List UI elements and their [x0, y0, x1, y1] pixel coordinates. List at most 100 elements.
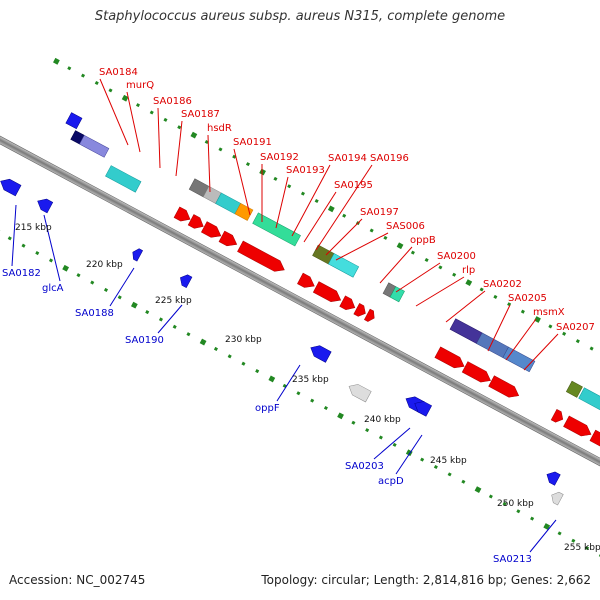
- tick-dot: [383, 235, 388, 240]
- forward-cds-arrows: [173, 206, 600, 450]
- tick-dot: [255, 369, 260, 374]
- tick-dot: [245, 162, 250, 167]
- leader-sa0197: [325, 218, 363, 256]
- gene-label-sa0203: SA0203: [345, 461, 384, 472]
- tick-dot: [433, 464, 438, 470]
- kbp-tick-labels: 215 kbp 220 kbp 225 kbp 230 kbp 235 kbp …: [15, 223, 600, 553]
- leader-oppb: [379, 246, 413, 284]
- leader-oppf: [276, 364, 301, 402]
- reverse-cds-arrow: [180, 274, 193, 288]
- tick-dot: [76, 273, 81, 278]
- tick-dot: [502, 501, 507, 506]
- forward-feature-bars: [65, 112, 600, 413]
- tick-dot: [7, 236, 12, 241]
- tick-dot: [135, 103, 141, 108]
- kbp-label-215: 215 kbp: [15, 223, 52, 233]
- tick-dot: [62, 264, 70, 272]
- forward-cds-arrow: [237, 240, 285, 272]
- tick-dot: [268, 375, 276, 383]
- tick-dot: [80, 73, 86, 78]
- tick-dot: [158, 317, 164, 322]
- kbp-label-225: 225 kbp: [155, 296, 192, 306]
- gene-label-sa0205: SA0205: [508, 293, 547, 304]
- leader-sa0194: [291, 164, 331, 237]
- leader-sa0195: [303, 191, 337, 243]
- gene-label-sa0202: SA0202: [483, 279, 522, 290]
- reverse-cds-arrows: [0, 178, 564, 506]
- tick-dot: [163, 117, 168, 122]
- tick-dot: [493, 294, 498, 299]
- tick-dot: [314, 198, 319, 204]
- gene-label-hsdr: hsdR: [207, 123, 232, 134]
- gene-label-oppb: oppB: [410, 235, 436, 246]
- kbp-label-230: 230 kbp: [225, 335, 262, 345]
- forward-cds-arrow: [339, 295, 356, 310]
- tick-dot: [296, 391, 301, 396]
- forward-cds-arrow: [173, 206, 191, 222]
- leader-acpd: [395, 434, 423, 475]
- gene-label-sas006: SAS006: [386, 221, 425, 232]
- forward-cds-arrow: [353, 303, 366, 317]
- tick-dot: [273, 176, 278, 181]
- forward-cds-arrow: [297, 272, 315, 288]
- tick-dot: [227, 354, 232, 359]
- tick-dot: [48, 258, 54, 263]
- tick-row-outer: [53, 57, 594, 351]
- feature-bar-left-1: [65, 112, 83, 130]
- reverse-cds-arrow: [546, 471, 561, 486]
- tick-dot: [520, 309, 525, 314]
- gene-label-sa0192: SA0192: [260, 152, 299, 163]
- leader-msmx: [505, 318, 537, 361]
- kbp-label-245: 245 kbp: [430, 456, 467, 466]
- tick-dot: [327, 205, 335, 213]
- leader-sa0188: [109, 267, 135, 307]
- leader-sas006: [335, 232, 389, 261]
- leader-rlp: [415, 276, 465, 307]
- reverse-feature-bar: [348, 384, 372, 403]
- reverse-feature-bar: [551, 491, 564, 506]
- gene-label-acpd: acpD: [378, 476, 404, 487]
- tick-dot: [424, 257, 429, 263]
- forward-cds-arrow: [563, 415, 592, 437]
- tick-dot: [103, 287, 109, 292]
- reverse-cds-arrow: [310, 345, 332, 363]
- tick-dot: [351, 420, 356, 425]
- tick-dot: [447, 472, 452, 477]
- leader-sa0213: [529, 519, 557, 553]
- forward-cds-arrow: [488, 375, 520, 398]
- gene-label-sa0200: SA0200: [437, 251, 476, 262]
- gene-label-msmx: msmX: [533, 307, 565, 318]
- gene-label-sa0197: SA0197: [360, 207, 399, 218]
- feature-bar-oppb: [449, 318, 483, 344]
- tick-dot: [438, 265, 443, 270]
- feature-bar-rlp: [502, 346, 536, 373]
- tick-dot: [474, 486, 482, 493]
- tick-dot: [149, 110, 154, 115]
- gene-label-sa0196: SA0196: [370, 153, 409, 164]
- gene-label-sa0190: SA0190: [125, 335, 164, 346]
- reverse-cds-arrow: [132, 248, 143, 262]
- tick-dot: [365, 428, 370, 433]
- feature-bar-sa0192: [328, 253, 360, 278]
- feature-bar-left-4: [105, 165, 142, 193]
- leader-sa0205: [487, 304, 511, 352]
- tick-dot: [396, 242, 404, 250]
- tick-dot: [534, 316, 541, 323]
- gene-label-sa0191: SA0191: [233, 137, 272, 148]
- feature-bar-sa0205: [578, 387, 600, 413]
- leader-sa0207: [523, 333, 559, 371]
- tick-dot: [300, 191, 305, 196]
- forward-leader-lines: [99, 78, 559, 371]
- tick-dot: [323, 405, 328, 411]
- gene-label-sa0186: SA0186: [153, 96, 192, 107]
- leader-sa0203: [373, 427, 411, 460]
- tick-dot: [35, 251, 40, 256]
- leader-sa0196: [315, 164, 373, 251]
- gene-label-sa0213: SA0213: [493, 554, 532, 565]
- leader-sa0193: [275, 176, 289, 229]
- tick-dot: [378, 435, 383, 440]
- tick-dot: [21, 243, 26, 248]
- gene-label-sa0184: SA0184: [99, 67, 138, 78]
- tick-dot: [186, 332, 191, 337]
